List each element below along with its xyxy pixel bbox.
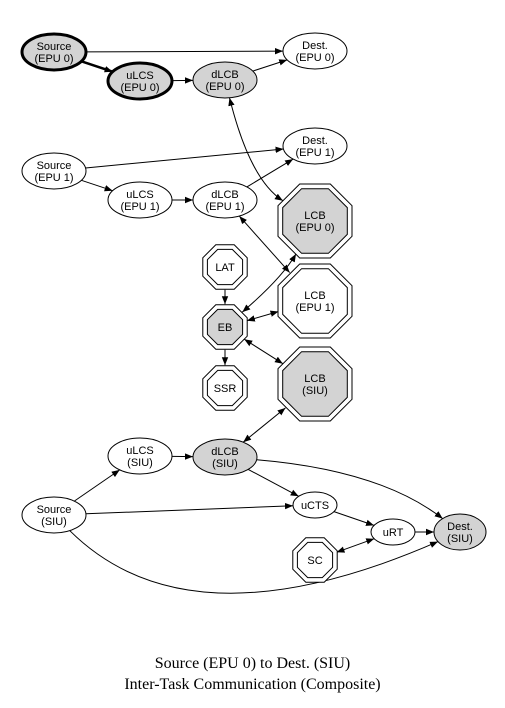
node-label-line: (EPU 1) [120, 201, 159, 213]
node-dest-siu: Dest.(SIU) [433, 513, 487, 551]
edge-src-epu1-to-dest-epu1 [85, 146, 284, 169]
octagon-inner-border [206, 248, 244, 286]
node-label-line: uCTS [301, 500, 329, 512]
edge-src-epu1-to-ulcs-epu1 [81, 179, 113, 192]
edge-dlcb-siu-to-dest-siu [256, 459, 444, 519]
ellipse-border [20, 32, 88, 72]
ellipse-border [21, 152, 87, 190]
edge-src-siu-to-dest-siu [69, 530, 439, 594]
node-lcb-siu: LCB(SIU) [277, 346, 353, 422]
node-label-line: dLCB [211, 446, 239, 458]
node-dlcb-epu1: dLCB(EPU 1) [192, 181, 258, 219]
edge-src-siu-to-ulcs-siu [74, 469, 120, 502]
node-label-line: (EPU 0) [34, 53, 73, 65]
node-dest-epu1: Dest.(EPU 1) [282, 127, 348, 165]
node-label-line: SSR [214, 383, 237, 395]
ellipse-border [292, 491, 338, 519]
node-dest-epu0: Dest.(EPU 0) [282, 32, 348, 70]
edge-dlcb-siu-to-ucts [247, 468, 299, 497]
edge-dlcb-epu0-to-dest-epu0 [252, 59, 288, 72]
node-label-line: (SIU) [41, 516, 67, 528]
edge-src-epu0-to-ulcs-epu0 [81, 60, 113, 73]
node-label-line: EB [218, 322, 233, 334]
node-label-line: (EPU 0) [120, 82, 159, 94]
node-label-line: Dest. [302, 135, 328, 147]
node-label-line: LAT [215, 262, 235, 274]
node-ulcs-siu: uLCS(SIU) [107, 437, 173, 475]
node-label-line: (EPU 0) [205, 81, 244, 93]
octagon-inner-border [206, 369, 244, 407]
node-ulcs-epu0: uLCS(EPU 0) [106, 61, 174, 101]
edge-eb-to-lcb-siu [244, 338, 284, 365]
node-urt: uRT [370, 518, 416, 546]
node-src-siu: Source(SIU) [21, 496, 87, 534]
node-label-line: (SIU) [302, 385, 328, 397]
node-label-line: uLCS [126, 189, 154, 201]
edge-src-epu0-to-dest-epu0 [85, 47, 284, 55]
octagon-inner-border [206, 308, 244, 346]
node-label-line: (SIU) [212, 458, 238, 470]
node-label-line: (EPU 1) [205, 201, 244, 213]
ellipse-border [433, 513, 487, 551]
node-dlcb-siu: dLCB(SIU) [192, 438, 258, 476]
edge-ucts-to-urt [333, 511, 375, 526]
node-src-epu0: Source(EPU 0) [20, 32, 88, 72]
node-label-line: uRT [383, 527, 404, 539]
octagon-inner-border [282, 351, 348, 417]
node-ucts: uCTS [292, 491, 338, 519]
edge-dlcb-epu0-to-lcb-epu0 [228, 97, 284, 202]
node-label-line: SC [307, 555, 322, 567]
node-sc: SC [292, 537, 338, 583]
node-eb: EB [202, 304, 248, 350]
node-lat: LAT [202, 244, 248, 290]
node-label-line: (EPU 1) [295, 302, 334, 314]
node-lcb-epu0: LCB(EPU 0) [277, 183, 353, 259]
octagon-inner-border [282, 188, 348, 254]
node-ulcs-epu1: uLCS(EPU 1) [107, 181, 173, 219]
ellipse-border [107, 437, 173, 475]
node-label-line: LCB [304, 210, 325, 222]
node-src-epu1: Source(EPU 1) [21, 152, 87, 190]
octagon-inner-border [282, 268, 348, 334]
node-label-line: (EPU 1) [295, 147, 334, 159]
ellipse-border [107, 181, 173, 219]
ellipse-border [282, 127, 348, 165]
node-label-line: dLCB [211, 69, 239, 81]
ellipse-border [192, 181, 258, 219]
node-label-line: (EPU 0) [295, 222, 334, 234]
communication-graph: Source(EPU 0)Dest.(EPU 0)uLCS(EPU 0)dLCB… [20, 32, 487, 594]
node-label-line: uLCS [126, 445, 154, 457]
caption-title: Source (EPU 0) to Dest. (SIU) [154, 655, 351, 672]
ellipse-border [192, 61, 258, 99]
ellipse-border [192, 438, 258, 476]
node-label-line: dLCB [211, 189, 239, 201]
node-label-line: LCB [304, 373, 325, 385]
node-ssr: SSR [202, 365, 248, 411]
edge-eb-to-lcb-epu1 [246, 310, 279, 322]
node-label-line: (SIU) [127, 457, 153, 469]
edge-dlcb-epu1-to-dest-epu1 [246, 158, 294, 188]
node-label-line: Source [37, 41, 72, 53]
node-label-line: (EPU 1) [34, 172, 73, 184]
node-lcb-epu1: LCB(EPU 1) [277, 263, 353, 339]
node-label-line: (SIU) [447, 533, 473, 545]
ellipse-border [370, 518, 416, 546]
ellipse-border [282, 32, 348, 70]
node-label-line: Dest. [447, 521, 473, 533]
node-label-line: LCB [304, 290, 325, 302]
edge-sc-to-urt [336, 538, 375, 553]
ellipse-border [106, 61, 174, 101]
node-label-line: (EPU 0) [295, 52, 334, 64]
ellipse-border [21, 496, 87, 534]
edge-src-siu-to-ucts [85, 502, 294, 515]
edge-eb-to-lcb-epu0 [241, 253, 297, 313]
node-dlcb-epu0: dLCB(EPU 0) [192, 61, 258, 99]
node-label-line: Source [37, 160, 72, 172]
caption-subtitle: Inter-Task Communication (Composite) [124, 676, 381, 693]
edge-dlcb-siu-to-lcb-siu [242, 407, 286, 443]
octagon-inner-border [296, 541, 334, 579]
node-label-line: Dest. [302, 40, 328, 52]
node-label-line: uLCS [126, 70, 154, 82]
node-label-line: Source [37, 504, 72, 516]
